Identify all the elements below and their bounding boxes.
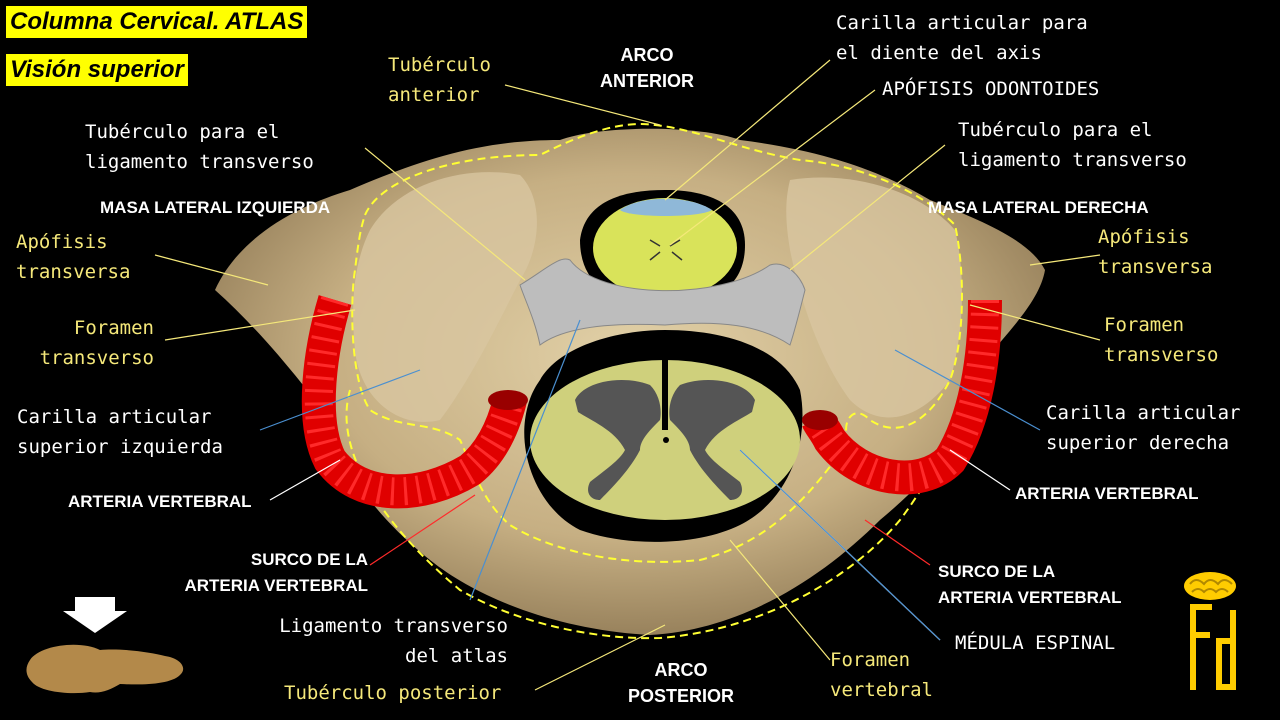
label-carilla-diente-axis: Carilla articular para el diente del axi…	[836, 12, 1088, 64]
brain-icon	[1184, 572, 1236, 600]
label-apofisis-transversa-derecha: Apófisis transversa	[1098, 226, 1213, 278]
label-medula-espinal: MÉDULA ESPINAL	[955, 632, 1116, 654]
label-masa-lateral-izquierda: MASA LATERAL IZQUIERDA	[100, 198, 331, 217]
logo-letters	[1190, 604, 1236, 690]
label-apofisis-transversa-izquierda: Apófisis transversa	[16, 231, 131, 283]
label-arteria-vertebral-derecha: ARTERIA VERTEBRAL	[1015, 484, 1199, 503]
label-tuberculo-ligamento-derecho: Tubérculo para el ligamento transverso	[958, 119, 1187, 171]
label-arco-anterior: ARCO ANTERIOR	[600, 45, 694, 91]
title-line-1: Columna Cervical. ATLAS	[6, 6, 308, 38]
leader-lines-blue	[259, 319, 1041, 641]
down-arrow-icon	[63, 597, 127, 633]
label-ligamento-transverso: Ligamento transverso del atlas	[279, 615, 508, 667]
label-foramen-transverso-izquierdo: Foramen transverso	[39, 317, 154, 369]
ligamento-transverso-shape	[519, 258, 806, 346]
label-tuberculo-posterior: Tubérculo posterior	[284, 682, 502, 704]
label-arteria-vertebral-izquierda: ARTERIA VERTEBRAL	[68, 492, 252, 511]
label-foramen-transverso-derecho: Foramen transverso	[1104, 314, 1219, 366]
apofisis-odontoides-shape	[593, 198, 737, 298]
title-line-2: Visión superior	[6, 54, 188, 86]
leader-lines-yellow	[154, 59, 1101, 691]
arteria-vertebral-derecha	[802, 299, 1002, 495]
label-carilla-superior-izquierda: Carilla articular superior izquierda	[17, 406, 223, 458]
brand-logo	[1184, 572, 1236, 690]
label-tuberculo-anterior: Tubérculo anterior	[388, 54, 491, 106]
label-foramen-vertebral: Foramen vertebral	[830, 649, 933, 701]
leader-lines-red	[369, 494, 931, 566]
label-surco-arteria-izquierdo: SURCO DE LA ARTERIA VERTEBRAL	[184, 550, 368, 595]
label-arco-posterior: ARCO POSTERIOR	[628, 660, 735, 706]
label-carilla-superior-derecha: Carilla articular superior derecha	[1046, 402, 1241, 454]
carilla-superior-izquierda	[353, 172, 537, 422]
grey-matter	[575, 380, 755, 500]
thumbnail-atlas-icon	[26, 644, 184, 694]
label-apofisis-odontoides: APÓFISIS ODONTOIDES	[882, 78, 1100, 100]
contorno-atlas	[351, 123, 963, 563]
label-masa-lateral-derecha: MASA LATERAL DERECHA	[928, 198, 1149, 217]
label-surco-arteria-derecho: SURCO DE LA ARTERIA VERTEBRAL	[938, 562, 1122, 607]
label-tuberculo-ligamento-izquierdo: Tubérculo para el ligamento transverso	[85, 121, 314, 173]
